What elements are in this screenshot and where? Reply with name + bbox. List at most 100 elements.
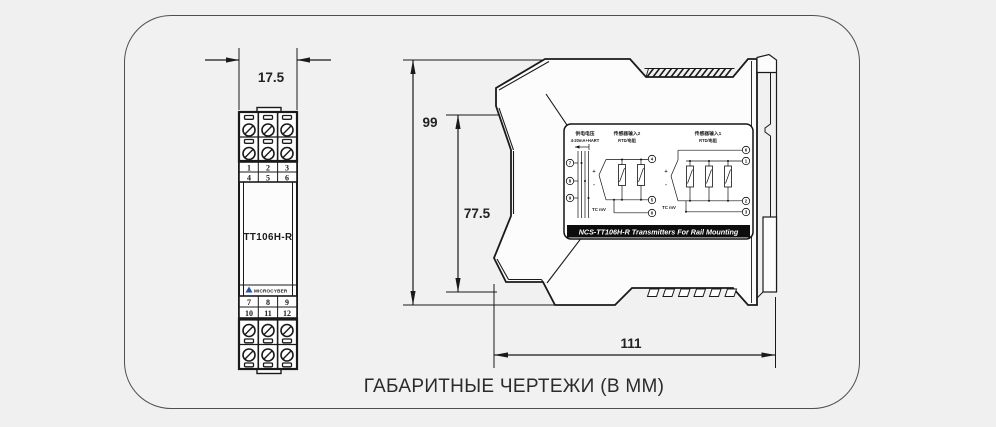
vent-slot — [724, 288, 738, 297]
microcyber-logo-icon — [245, 286, 253, 293]
sensor1-section-subtitle: RTD/电阻 — [699, 137, 718, 143]
terminal-circle — [741, 145, 751, 155]
plus-sign: + — [592, 169, 596, 175]
model-label: TT106H-R — [244, 232, 293, 243]
terminal-slot — [243, 338, 255, 344]
terminal-circle — [741, 156, 751, 166]
terminal-circle — [741, 207, 751, 217]
terminal-circle-number: 7 — [569, 161, 572, 166]
terminal-slot — [281, 338, 293, 344]
terminal-slot — [281, 362, 293, 368]
terminal-slot — [281, 114, 293, 120]
side-product-label: 供电电压 4-20mA+HART 传感器输入2 RTD/电阻 传感器输入1 RT… — [563, 123, 754, 240]
arrowhead — [494, 352, 508, 358]
arrowhead — [455, 115, 461, 129]
vent-slot — [693, 288, 707, 297]
arrowhead — [297, 57, 310, 63]
side-height-dim-value: 99 — [422, 115, 437, 130]
arrowhead — [226, 57, 239, 63]
terminal-circle — [647, 154, 657, 164]
terminal-circle-number: 2 — [745, 199, 748, 204]
terminal-circle — [565, 193, 575, 203]
arrowhead — [455, 278, 461, 292]
terminal-slot — [281, 138, 293, 144]
terminal-slot — [262, 362, 274, 368]
caption: ГАБАРИТНЫЕ ЧЕРТЕЖИ (В ММ) — [364, 376, 665, 397]
terminal-circle-number: 8 — [569, 179, 572, 184]
terminal-number: 1 — [247, 164, 251, 173]
top-vent-hatch — [644, 68, 735, 78]
front-terminal-grid-top: 1 2 3 4 5 6 — [238, 161, 298, 183]
minus-sign: - — [665, 182, 667, 188]
sensor1-section-title: 传感器输入1 — [694, 130, 722, 137]
front-width-dim-value: 17.5 — [258, 70, 285, 85]
arrowhead — [410, 60, 416, 74]
terminal-number: 7 — [247, 298, 251, 307]
vent-slot — [708, 288, 722, 297]
terminal-slot — [243, 114, 255, 120]
sensor2-section-subtitle: RTD/电阻 — [618, 137, 637, 143]
side-inner-height-dimension: 77.5 — [446, 114, 504, 293]
front-brand-strip: MICROCYBER — [239, 284, 297, 294]
terminal-circle-number: 4 — [651, 157, 654, 162]
terminal-slot — [262, 114, 274, 120]
terminal-slot — [243, 362, 255, 368]
side-height-dimension: 99 — [403, 59, 558, 306]
terminal-slot — [262, 338, 274, 344]
terminal-number: 10 — [245, 309, 253, 318]
terminal-number: 4 — [247, 174, 251, 183]
label-title-text: NCS-TT106H-R Transmitters For Rail Mount… — [579, 227, 739, 236]
terminal-slot — [243, 138, 255, 144]
label-plate — [563, 123, 754, 240]
terminal-circle — [565, 158, 575, 168]
sensor2-circuit — [598, 158, 649, 214]
tc-mv-label: TC mV — [662, 205, 676, 210]
arrowhead — [410, 291, 416, 305]
terminal-circle-number: 6 — [651, 211, 654, 216]
din-rail-strip — [756, 53, 778, 299]
terminal-circle-number: 5 — [651, 198, 654, 203]
terminal-number: 3 — [285, 164, 289, 173]
terminal-circle — [565, 176, 575, 186]
brand-name: MICROCYBER — [254, 289, 288, 294]
front-terminal-block-top — [237, 110, 299, 163]
side-view: 99 77.5 111 — [403, 53, 778, 368]
vent-slot — [662, 288, 676, 297]
side-inner-height-dim-value: 77.5 — [464, 206, 491, 221]
terminal-number: 9 — [285, 298, 289, 307]
terminal-circle — [741, 196, 751, 206]
terminal-circle-number: 1 — [745, 159, 748, 164]
front-terminal-grid-bottom: 7 8 9 10 11 12 — [238, 295, 298, 319]
terminal-number: 2 — [266, 164, 270, 173]
terminal-circle-number: 3 — [745, 210, 748, 215]
terminal-circle-number: 6 — [745, 148, 748, 153]
terminal-number: 11 — [264, 309, 272, 318]
power-section-subtitle: 4-20mA+HART — [571, 138, 600, 143]
terminal-circle — [647, 208, 657, 218]
tc-mv-label: TC mV — [592, 207, 606, 212]
bottom-vent-slots — [646, 288, 738, 297]
label-title-bar — [567, 225, 750, 238]
sensor2-section-title: 传感器输入2 — [613, 130, 641, 137]
minus-sign: - — [593, 182, 595, 188]
side-width-dimension: 111 — [493, 284, 776, 368]
sensor1-circuit — [670, 149, 743, 213]
vent-slot — [677, 288, 691, 297]
arrowhead — [761, 352, 776, 358]
power-section-title: 供电电压 — [574, 130, 594, 137]
front-width-dimension: 17.5 — [205, 48, 331, 110]
power-wiring — [573, 144, 590, 218]
vent-slot — [646, 288, 660, 297]
terminal-circle-number: 9 — [569, 196, 572, 201]
plus-sign: + — [664, 169, 668, 175]
terminal-circle — [647, 195, 657, 205]
terminal-slot — [262, 138, 274, 144]
terminal-number: 12 — [283, 309, 291, 318]
terminal-number: 8 — [266, 298, 270, 307]
terminal-number: 6 — [285, 174, 289, 183]
range-arrow-icon — [575, 145, 580, 149]
front-terminal-block-bottom — [237, 318, 299, 371]
terminal-number: 5 — [266, 174, 270, 183]
